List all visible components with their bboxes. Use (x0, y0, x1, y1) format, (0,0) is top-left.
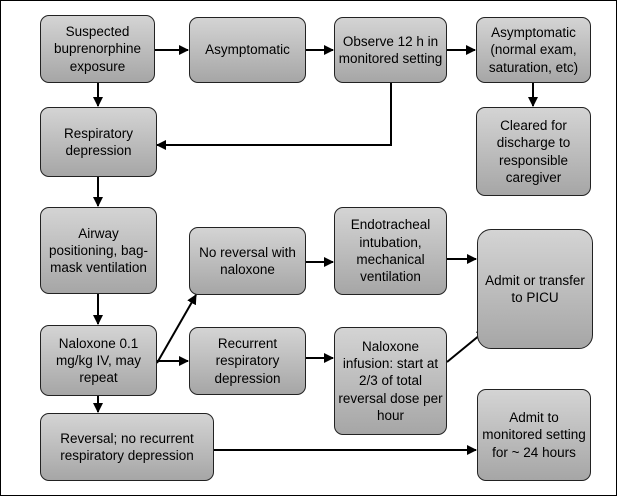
arrow-naloxone-to-noreversal (156, 294, 197, 364)
node-suspected-exposure: Suspected buprenorphine exposure (40, 15, 155, 83)
node-endotracheal-intubation: Endotracheal intubation, mechanical vent… (334, 207, 447, 295)
node-naloxone-infusion: Naloxone infusion: start at 2/3 of total… (334, 327, 447, 435)
node-airway-positioning: Airway positioning, bag-mask ventilation (40, 207, 157, 294)
node-no-reversal: No reversal with naloxone (189, 227, 306, 295)
node-admit-picu: Admit or transfer to PICU (477, 229, 593, 349)
node-recurrent-depression: Recurrent respiratory depression (189, 327, 306, 395)
node-respiratory-depression: Respiratory depression (40, 107, 157, 177)
node-asymptomatic-normal-exam: Asymptomatic (normal exam, saturation, e… (476, 17, 591, 83)
node-asymptomatic: Asymptomatic (189, 17, 306, 83)
node-observe-12h: Observe 12 h in monitored setting (334, 17, 447, 83)
arrow-observe-to-respiratory (156, 83, 392, 150)
node-admit-monitored: Admit to monitored setting for ~ 24 hour… (477, 389, 591, 481)
node-reversal-no-recurrence: Reversal; no recurrent respiratory depre… (40, 413, 214, 481)
node-naloxone-dose: Naloxone 0.1 mg/kg IV, may repeat (40, 325, 157, 396)
node-cleared-discharge: Cleared for discharge to responsible car… (476, 107, 591, 196)
